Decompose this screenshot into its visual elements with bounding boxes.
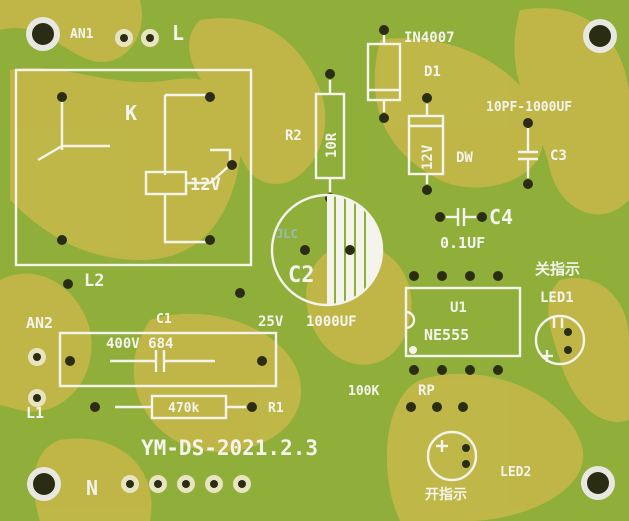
label-dw: DW xyxy=(456,150,473,166)
label-on-indicator: 开指示 xyxy=(425,486,467,503)
label-c3: C3 xyxy=(550,148,567,164)
label-an2: AN2 xyxy=(26,314,53,332)
jlc-logo: JLC xyxy=(276,227,298,241)
label-off-indicator: 关指示 xyxy=(535,260,580,278)
label-r1: R1 xyxy=(268,401,284,416)
label-r2: R2 xyxy=(285,128,302,144)
mounting-holes xyxy=(26,17,617,501)
label-l-top: L xyxy=(172,21,184,45)
label-led2: LED2 xyxy=(500,465,531,480)
label-relay-voltage: 12V xyxy=(190,175,221,195)
label-r1-value: 470k xyxy=(168,401,199,416)
diode-in4007 xyxy=(366,34,402,112)
label-c1-value: 400V 684 xyxy=(106,336,173,352)
label-c1: C1 xyxy=(156,312,172,327)
label-rp-value: 100K xyxy=(348,384,379,399)
capacitor-c1 xyxy=(58,331,278,388)
label-c4: C4 xyxy=(489,205,513,229)
label-led1: LED1 xyxy=(540,290,574,306)
led2-outline xyxy=(426,430,478,482)
relay-outline xyxy=(14,68,253,267)
label-n: N xyxy=(86,476,98,500)
capacitor-c3 xyxy=(518,128,538,178)
label-board-id: YM-DS-2021.2.3 xyxy=(141,436,318,460)
label-cap-range: 10PF-1000UF xyxy=(486,100,572,115)
resistor-r1 xyxy=(115,394,246,420)
label-zener-value: 12V xyxy=(420,144,436,170)
capacitor-c4 xyxy=(446,208,476,226)
label-r2-value: 10R xyxy=(324,132,340,158)
label-c2: C2 xyxy=(288,263,315,288)
label-l1: L1 xyxy=(26,404,44,422)
label-u1: U1 xyxy=(450,300,467,316)
zener-dw xyxy=(407,104,445,184)
terminal-pads xyxy=(28,29,251,493)
label-c4-value: 0.1UF xyxy=(440,234,485,252)
led1-outline xyxy=(534,314,586,366)
label-ne555: NE555 xyxy=(424,326,469,344)
label-l2: L2 xyxy=(84,271,104,291)
label-d1: D1 xyxy=(424,64,441,80)
label-an1: AN1 xyxy=(70,27,94,42)
label-cap-voltage: 25V xyxy=(258,314,284,330)
ic-u1 xyxy=(404,286,522,358)
label-c2-value: 1000UF xyxy=(306,314,357,330)
label-in4007: IN4007 xyxy=(404,30,455,46)
label-rp: RP xyxy=(418,383,435,399)
resistor-r2 xyxy=(314,80,346,192)
label-k: K xyxy=(125,101,137,125)
